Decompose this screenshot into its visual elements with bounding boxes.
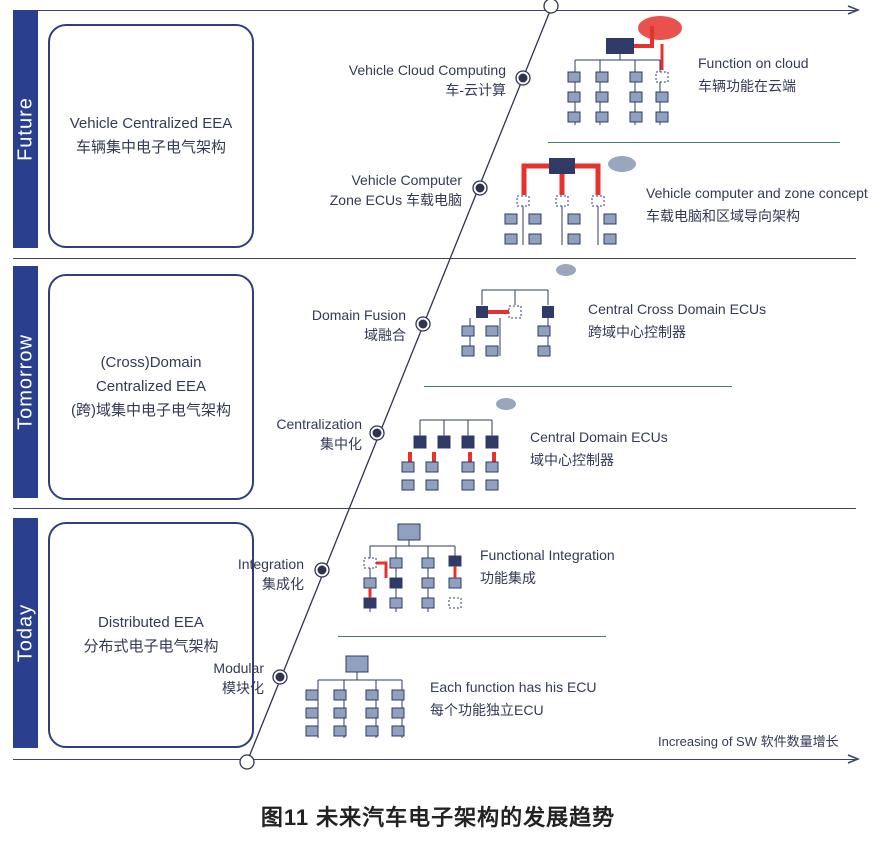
stage-label-cn: 集成化 — [262, 576, 304, 592]
diagram-integration — [363, 523, 462, 612]
stage-label-cn: 集中化 — [320, 436, 362, 452]
stage-separator — [424, 386, 732, 387]
timeline-start-circle — [543, 0, 559, 14]
diagram-modular — [305, 655, 405, 738]
era-card-tomorrow: (Cross)Domain Centralized EEA (跨)域集中电子电气… — [48, 274, 254, 500]
top-arrow-head — [847, 5, 861, 15]
stage-desc-domain-fusion: Central Cross Domain ECUs 跨域中心控制器 — [588, 298, 766, 344]
stage-label-en: Vehicle Computer — [351, 172, 462, 188]
cloud-icon — [608, 156, 636, 172]
card-title-en: Vehicle Centralized EEA — [69, 115, 233, 132]
stage-desc-cn: 跨域中心控制器 — [588, 324, 686, 340]
stage-label-en: Domain Fusion — [311, 307, 406, 323]
era-card-today: Distributed EEA 分布式电子电气架构 — [48, 522, 254, 748]
stage-label-domain-fusion: Domain Fusion 域融合 — [312, 305, 406, 345]
card-title-en: (Cross)Domain — [100, 354, 202, 371]
stage-desc-en: Vehicle computer and zone concept — [646, 185, 868, 201]
diagram-domain-fusion — [461, 264, 576, 357]
top-axis-line — [13, 10, 856, 11]
stage-label-cn: 模块化 — [222, 680, 264, 696]
stage-desc-en: Functional Integration — [480, 547, 615, 563]
figure-caption: 图11 未来汽车电子架构的发展趋势 — [260, 805, 616, 830]
milestone-dot — [518, 73, 528, 83]
stage-desc-cn: 每个功能独立ECU — [430, 702, 544, 718]
stage-desc-cn: 功能集成 — [480, 570, 536, 586]
milestone-dot — [372, 428, 382, 438]
diagram-cloud-computing — [567, 16, 682, 125]
stage-desc-en: Each function has his ECU — [430, 679, 597, 695]
milestone-dot — [475, 183, 485, 193]
milestone-dot — [418, 319, 428, 329]
stage-label-cn: 车-云计算 — [445, 82, 506, 98]
stage-label-en: Modular — [213, 660, 264, 676]
bottom-arrow-head — [847, 754, 861, 764]
future-tomorrow-divider — [13, 258, 856, 259]
stage-desc-cloud: Function on cloud 车辆功能在云端 — [698, 52, 809, 98]
milestone-dot — [275, 672, 285, 682]
stage-desc-modular: Each function has his ECU 每个功能独立ECU — [430, 676, 597, 722]
card-title-cn: 车辆集中电子电气架构 — [75, 139, 226, 156]
era-card-future: Vehicle Centralized EEA 车辆集中电子电气架构 — [48, 24, 254, 248]
stage-desc-vehicle-computer: Vehicle computer and zone concept 车载电脑和区… — [646, 182, 868, 228]
timeline-end-circle — [239, 754, 255, 770]
stage-label-cn: Zone ECUs 车载电脑 — [329, 192, 462, 208]
stage-label-cn: 域融合 — [364, 327, 406, 343]
era-band-today: Today — [13, 518, 38, 748]
diagram-centralization — [401, 398, 516, 491]
stage-label-en: Centralization — [276, 416, 362, 432]
stage-desc-en: Central Domain ECUs — [530, 429, 668, 445]
stage-separator — [338, 636, 606, 637]
card-title-cn: (跨)域集中电子电气架构 — [71, 402, 231, 419]
cloud-icon — [638, 16, 682, 40]
stage-label-vehicle-computer: Vehicle Computer Zone ECUs 车载电脑 — [330, 170, 462, 210]
stage-label-modular: Modular 模块化 — [213, 658, 264, 698]
stage-desc-cn: 车载电脑和区域导向架构 — [646, 208, 800, 224]
timeline-line — [246, 5, 553, 763]
cloud-icon — [556, 264, 576, 276]
era-band-future: Future — [13, 10, 38, 248]
stage-separator — [548, 142, 840, 143]
stage-label-en: Vehicle Cloud Computing — [348, 62, 506, 78]
cloud-icon — [496, 398, 516, 410]
card-title-en: Distributed EEA — [98, 614, 204, 631]
card-title-en-2: Centralized EEA — [95, 378, 207, 395]
stage-label-cloud: Vehicle Cloud Computing 车-云计算 — [349, 60, 506, 100]
stage-label-integration: Integration 集成化 — [238, 554, 304, 594]
era-band-tomorrow: Tomorrow — [13, 266, 38, 498]
stage-desc-centralization: Central Domain ECUs 域中心控制器 — [530, 426, 668, 472]
gateway-node — [345, 655, 369, 673]
vehicle-computer-node — [549, 158, 575, 174]
sw-growth-axis-label: Increasing of SW 软件数量增长 — [658, 734, 839, 749]
milestone-dots — [272, 70, 531, 685]
diagram-vehicle-computer — [504, 156, 636, 245]
stage-desc-cn: 车辆功能在云端 — [698, 78, 796, 94]
stage-label-centralization: Centralization 集中化 — [276, 414, 362, 454]
stage-desc-integration: Functional Integration 功能集成 — [480, 544, 615, 590]
central-node — [606, 38, 634, 54]
gateway-node — [397, 523, 421, 541]
bottom-axis-line — [13, 759, 856, 760]
fusion-node — [476, 306, 488, 318]
card-title-cn: 分布式电子电气架构 — [83, 638, 219, 655]
tomorrow-today-divider — [13, 508, 856, 509]
stage-desc-en: Central Cross Domain ECUs — [588, 301, 767, 317]
milestone-dot — [317, 565, 327, 575]
stage-label-en: Integration — [237, 556, 304, 572]
stage-desc-cn: 域中心控制器 — [530, 452, 614, 468]
stage-desc-en: Function on cloud — [698, 55, 809, 71]
